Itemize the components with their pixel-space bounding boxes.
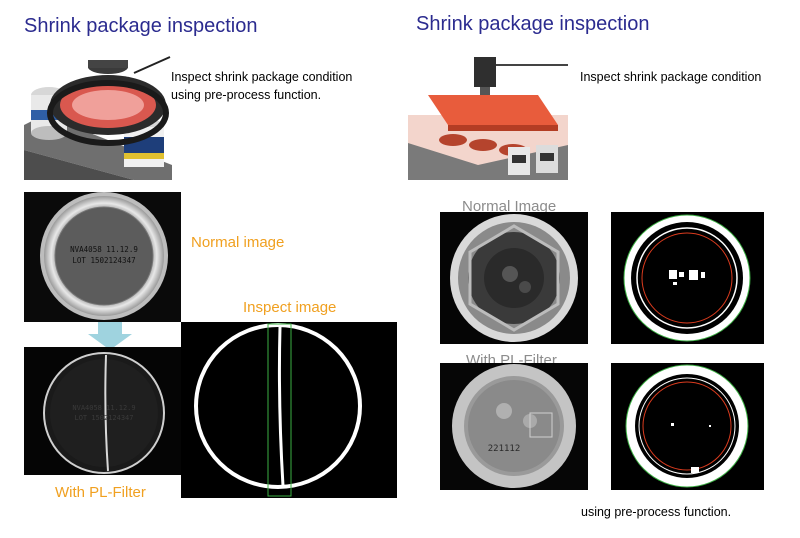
ring-light-illustration [24,55,172,180]
left-title: Shrink package inspection [24,15,258,37]
right-filter-binary-image [611,363,764,490]
left-normal-label: Normal image [191,234,285,251]
right-normal-label: Normal Image [462,198,557,215]
backlight-illustration [408,55,568,180]
left-description-line1: Inspect shrink package condition [171,70,353,84]
right-filter-image: 221112 [440,363,588,490]
left-normal-image: NVA4058 11.12.9 LOT 1502124347 [24,192,181,322]
right-bottom-note: using pre-process function. [581,505,732,519]
right-normal-binary-image [611,212,764,344]
svg-text:NVA4058 11.12.9: NVA4058 11.12.9 [72,404,135,412]
right-title: Shrink package inspection [416,13,650,35]
left-filter-image: NVA4058 11.12.9 LOT 1502124347 [24,347,181,475]
left-inspect-image [181,322,397,498]
right-description: Inspect shrink package condition [580,70,762,84]
right-filter-print: 221112 [488,444,521,454]
down-arrow-icon [88,322,132,350]
left-inspect-label: Inspect image [243,299,337,316]
svg-text:LOT 1502124347: LOT 1502124347 [74,414,133,422]
right-normal-image [440,212,588,344]
left-can-print-line2: LOT 1502124347 [72,256,135,265]
left-description: Inspect shrink package condition using p… [171,68,411,104]
left-filter-label: With PL-Filter [55,484,146,501]
left-can-print-line1: NVA4058 11.12.9 [70,245,138,254]
left-description-line2: using pre-process function. [171,88,322,102]
